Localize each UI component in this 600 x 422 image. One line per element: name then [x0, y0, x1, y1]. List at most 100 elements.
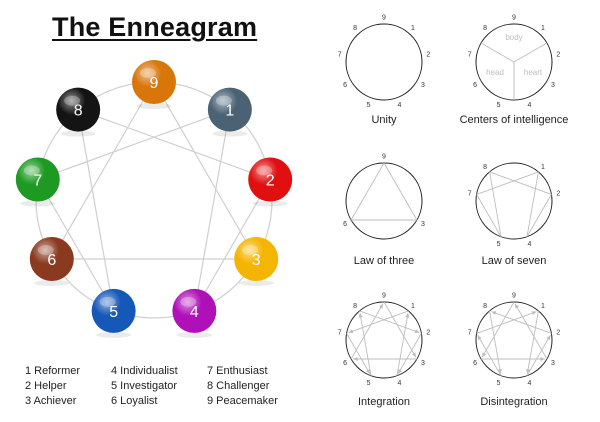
sphere-7: [15, 157, 60, 202]
mini-line: [350, 162, 385, 221]
page-title: The Enneagram: [52, 12, 258, 42]
mini-arrow-line: [476, 311, 537, 334]
mini-arrow-line: [346, 333, 371, 375]
triangle-line: [51, 81, 155, 260]
sphere-label-5: 5: [109, 304, 118, 321]
mini-arrowhead: [497, 368, 502, 374]
mini-number-9: 9: [382, 293, 386, 300]
mini-arrow-line: [348, 310, 409, 334]
mini-number-4: 4: [527, 380, 531, 387]
hexad-line: [193, 109, 231, 311]
mini-line: [526, 194, 552, 237]
legend-item: 2 Helper: [25, 380, 67, 392]
mini-number-3: 3: [551, 360, 555, 367]
caption-integration: Integration: [358, 396, 410, 408]
legend-item: 7 Enthusiast: [207, 365, 268, 377]
mini-arrowhead: [531, 311, 537, 315]
mini-number-6: 6: [473, 360, 477, 367]
mini-circle: [475, 301, 553, 379]
sphere-label-1: 1: [225, 103, 234, 120]
mini-number-7: 7: [468, 191, 472, 198]
mini-line: [476, 171, 539, 195]
sphere-label-2: 2: [266, 173, 275, 190]
caption-disintegration: Disintegration: [480, 396, 548, 408]
legend-item: 9 Peacemaker: [207, 395, 278, 407]
diagram-law-of-three: 3 6 9: [343, 154, 425, 240]
mini-number-1: 1: [541, 164, 545, 171]
mini-arrow-line: [477, 334, 502, 376]
triangle-line: [153, 81, 257, 260]
mini-circle: [345, 301, 423, 379]
sphere-label-8: 8: [74, 103, 83, 120]
mini-arrowhead: [482, 352, 487, 358]
mini-number-4: 4: [527, 241, 531, 248]
mini-number-6: 6: [343, 221, 347, 228]
mini-arrowhead: [366, 369, 371, 374]
mini-number-8: 8: [483, 303, 487, 310]
mini-number-1: 1: [411, 25, 415, 32]
mini-circle: [345, 23, 423, 101]
mini-number-7: 7: [468, 330, 472, 337]
sphere-8: [56, 87, 101, 132]
mini-arrowhead: [411, 352, 416, 358]
mini-number-3: 3: [421, 360, 425, 367]
mini-number-6: 6: [343, 82, 347, 89]
mini-arrow-line: [489, 310, 502, 374]
mini-arrowhead: [405, 312, 410, 318]
mini-arrow-line: [383, 301, 417, 358]
type-legend: 1 Reformer 4 Individualist 7 Enthusiast …: [25, 365, 297, 407]
center-label-heart: heart: [524, 68, 543, 77]
center-label-head: head: [486, 68, 504, 77]
mini-arrow-line: [481, 301, 515, 358]
mini-number-7: 7: [468, 52, 472, 59]
mini-arrowhead: [397, 369, 402, 374]
mini-number-9: 9: [512, 15, 516, 22]
sphere-label-7: 7: [33, 173, 42, 190]
mini-arrowhead: [358, 312, 363, 318]
mini-line: [526, 171, 539, 237]
mini-line: [489, 171, 552, 195]
sphere-2: [248, 157, 293, 202]
sphere-label-3: 3: [252, 252, 261, 269]
mini-arrow-line: [526, 334, 551, 376]
mini-arrow-line: [514, 303, 548, 360]
caption-law-of-seven: Law of seven: [481, 255, 547, 267]
mini-circle: [475, 162, 553, 240]
sphere-label-6: 6: [47, 252, 56, 269]
mini-number-1: 1: [411, 303, 415, 310]
mini-arrowhead: [353, 357, 358, 361]
mini-number-1: 1: [541, 25, 545, 32]
mini-number-8: 8: [483, 164, 487, 171]
legend-item: 6 Loyalist: [111, 395, 158, 407]
sphere-5: [91, 288, 136, 333]
mini-arrow-line: [491, 311, 552, 334]
mini-number-9: 9: [512, 293, 516, 300]
legend-item: 8 Challenger: [207, 380, 270, 392]
hexad-line: [77, 109, 271, 181]
mini-arrow-line: [397, 333, 422, 375]
mini-number-5: 5: [497, 380, 501, 387]
mini-number-2: 2: [556, 191, 560, 198]
mini-circle: [345, 162, 423, 240]
legend-item: 1 Reformer: [25, 365, 81, 377]
caption-law-of-three: Law of three: [353, 255, 415, 267]
mini-number-6: 6: [343, 360, 347, 367]
hexad-line: [193, 179, 271, 312]
mini-number-9: 9: [382, 154, 386, 161]
sphere-6: [29, 237, 74, 281]
sphere-9: [132, 60, 176, 104]
mini-number-6: 6: [473, 82, 477, 89]
mini-arrowhead: [515, 303, 519, 309]
mini-arrowhead: [540, 357, 545, 361]
mini-number-3: 3: [421, 221, 425, 228]
mini-number-7: 7: [338, 330, 342, 337]
sphere-label-4: 4: [190, 304, 199, 321]
sphere-4: [172, 288, 217, 333]
mini-number-5: 5: [497, 241, 501, 248]
mini-arrowhead: [414, 329, 420, 334]
legend-item: 5 Investigator: [111, 380, 178, 392]
hexad-line: [37, 109, 231, 181]
